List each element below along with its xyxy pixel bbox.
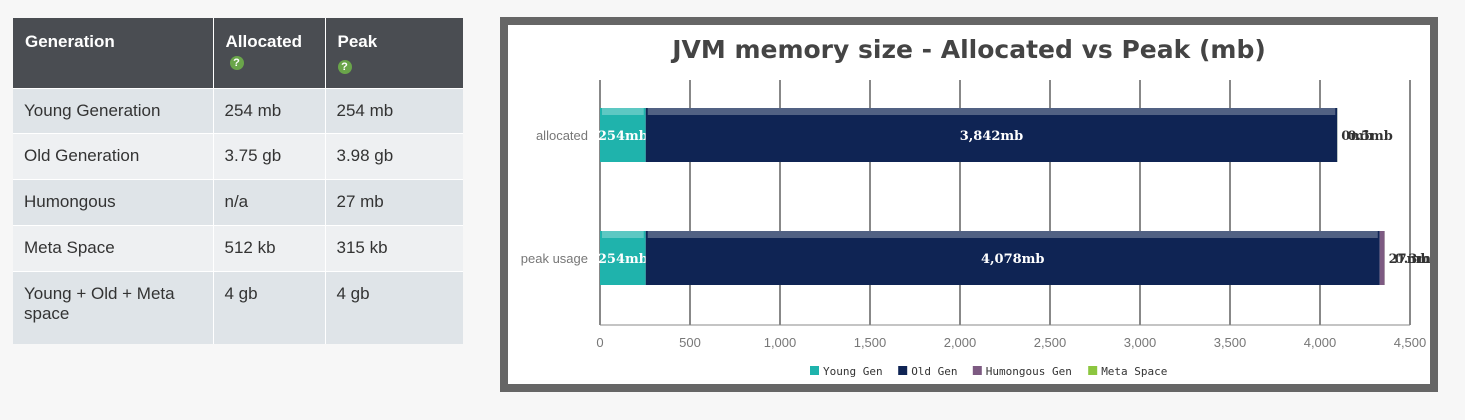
data-label: 0mb <box>1341 129 1373 144</box>
cell-peak: 254 mb <box>325 88 463 134</box>
chart-title: JVM memory size - Allocated vs Peak (mb) <box>670 35 1266 64</box>
bar-highlight <box>602 108 644 115</box>
data-label: 254mb <box>598 129 648 144</box>
header-peak: Peak? <box>325 18 463 89</box>
cell-allocated: 512 kb <box>213 225 326 272</box>
legend-swatch <box>810 366 819 375</box>
cell-allocated: 3.75 gb <box>213 133 326 180</box>
x-tick-label: 2,000 <box>944 335 977 350</box>
x-tick-label: 4,000 <box>1304 335 1337 350</box>
help-icon[interactable]: ? <box>337 60 352 74</box>
bar-segment <box>600 231 646 285</box>
bar-segment <box>645 231 1380 285</box>
table-header-row: Generation Allocated? Peak? <box>13 18 463 89</box>
x-tick-label: 3,000 <box>1124 335 1157 350</box>
data-label: 254mb <box>598 252 648 267</box>
cell-allocated: n/a <box>213 179 326 226</box>
cell-generation: Young + Old + Meta space <box>13 271 214 344</box>
cell-allocated: 4 gb <box>213 271 326 344</box>
cell-peak: 27 mb <box>325 179 463 226</box>
bar-highlight <box>602 231 644 238</box>
cell-generation: Meta Space <box>13 225 214 272</box>
cell-peak: 3.98 gb <box>325 133 463 180</box>
cell-allocated: 254 mb <box>213 88 326 134</box>
chart-panel: JVM memory size - Allocated vs Peak (mb)… <box>500 17 1438 392</box>
header-allocated: Allocated? <box>213 18 326 89</box>
cell-peak: 315 kb <box>325 225 463 272</box>
x-tick-label: 2,500 <box>1034 335 1067 350</box>
data-label: 0.5mb <box>1347 129 1392 144</box>
cell-peak: 4 gb <box>325 271 463 344</box>
data-label: 4,078mb <box>981 252 1045 267</box>
header-generation: Generation <box>13 18 214 89</box>
legend-label: Meta Space <box>1101 365 1167 378</box>
bar-highlight <box>647 108 1336 115</box>
cell-generation: Young Generation <box>13 88 214 134</box>
bar-highlight <box>647 231 1378 238</box>
cell-generation: Humongous <box>13 179 214 226</box>
data-label: 0.3mb <box>1395 252 1430 267</box>
help-icon[interactable]: ? <box>229 55 244 70</box>
bar-segment <box>1379 231 1385 285</box>
legend-label: Old Gen <box>911 365 957 378</box>
bar-segment <box>645 108 1338 162</box>
bar-segment <box>600 108 646 162</box>
x-tick-label: 0 <box>596 335 603 350</box>
x-tick-label: 500 <box>679 335 701 350</box>
data-label: 27mb <box>1389 252 1430 267</box>
category-label: peak usage <box>521 251 588 266</box>
legend-label: Young Gen <box>823 365 883 378</box>
generation-table: Generation Allocated? Peak? Young Genera… <box>13 18 463 344</box>
x-tick-label: 1,500 <box>854 335 887 350</box>
x-tick-label: 4,500 <box>1394 335 1427 350</box>
legend-swatch <box>898 366 908 375</box>
cell-generation: Old Generation <box>13 133 214 180</box>
x-tick-label: 3,500 <box>1214 335 1247 350</box>
legend-label: Humongous Gen <box>986 365 1072 378</box>
legend-swatch <box>1088 366 1098 375</box>
category-label: allocated <box>536 128 588 143</box>
x-tick-label: 1,000 <box>764 335 797 350</box>
legend-swatch <box>972 366 982 375</box>
memory-bar-chart: JVM memory size - Allocated vs Peak (mb)… <box>521 35 1430 378</box>
data-label: 3,842mb <box>960 129 1024 144</box>
